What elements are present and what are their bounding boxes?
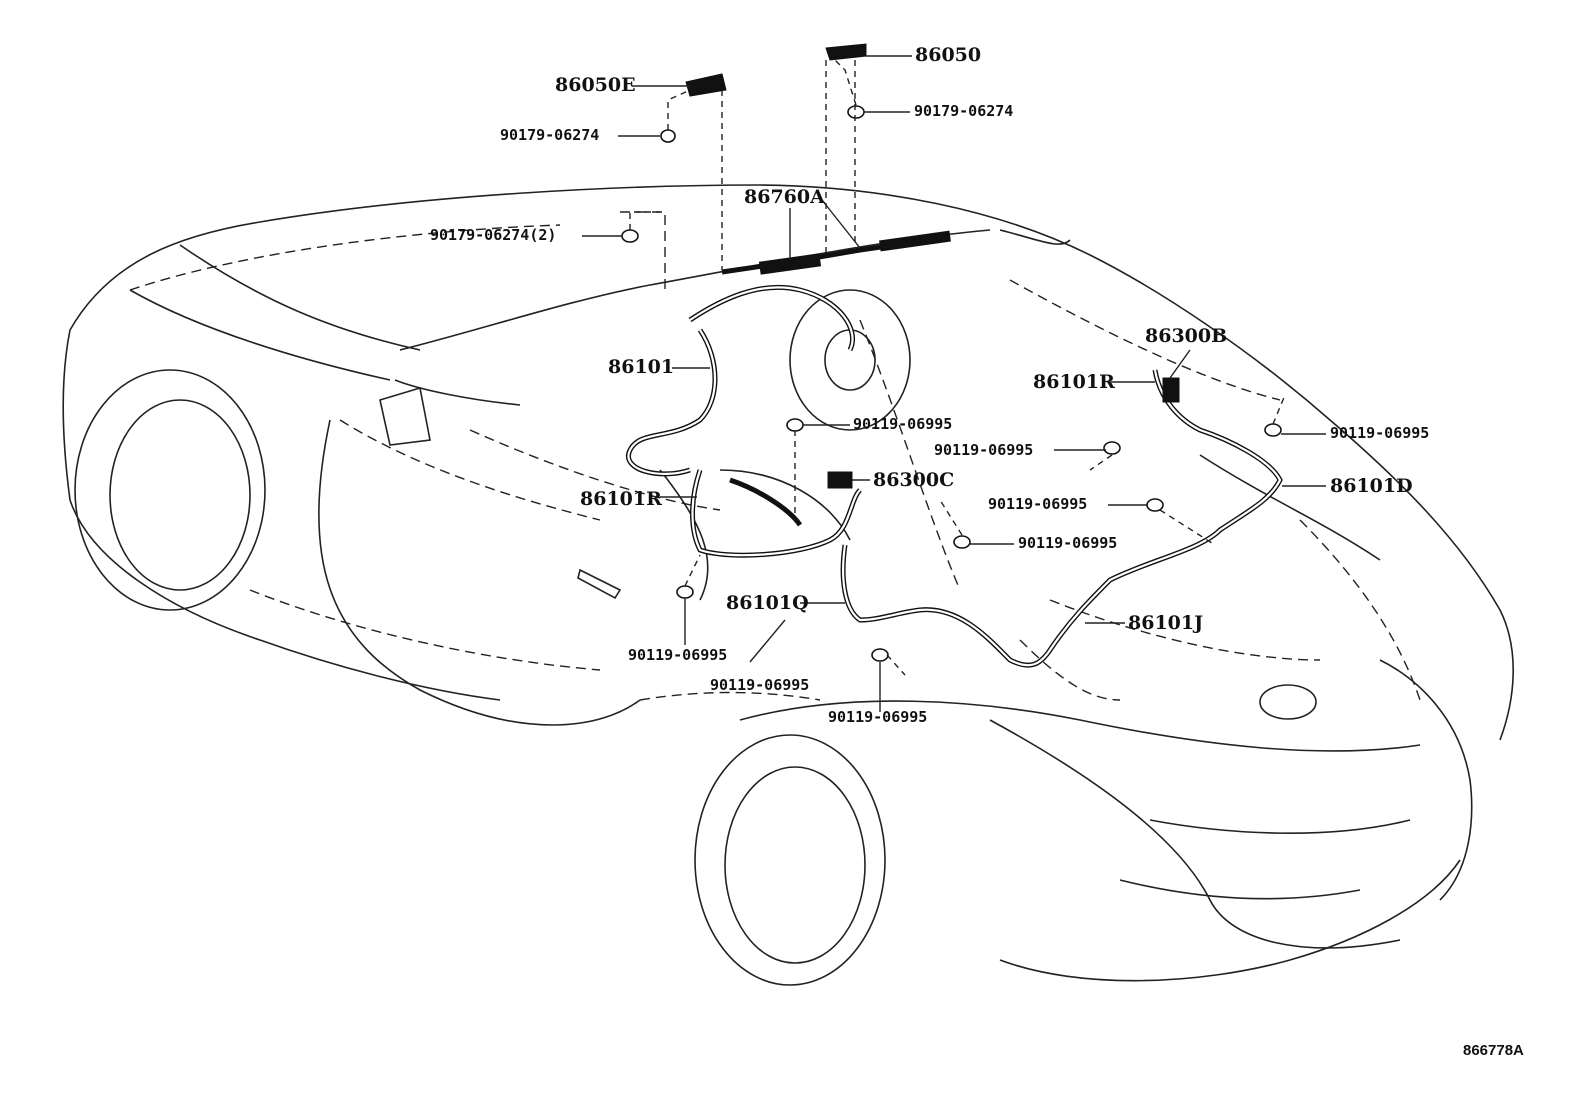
part-label-86101R-right: 86101R [1033, 371, 1115, 393]
part-label-86300B: 86300B [1145, 325, 1228, 347]
part-label-86300C: 86300C [873, 469, 955, 491]
part-label-86101D: 86101D [1330, 475, 1413, 497]
fastener-clips [621, 105, 1282, 662]
part-label-90119-06995-f: 90119-06995 [628, 646, 728, 664]
part-label-90119-06995-a: 90119-06995 [853, 415, 953, 433]
part-label-90119-06995-c: 90119-06995 [1330, 424, 1430, 442]
part-label-86101: 86101 [608, 356, 675, 378]
part-label-90179-06274-right: 90179-06274 [914, 102, 1014, 120]
part-label-90179-06274-left: 90179-06274 [500, 126, 600, 144]
illustration-id: 866778A [1463, 1042, 1524, 1059]
part-label-86101Q: 86101Q [726, 592, 809, 614]
part-label-90119-06995-g: 90119-06995 [710, 676, 810, 694]
part-label-86760A: 86760A [744, 186, 825, 208]
hidden-lines [129, 211, 1421, 701]
part-label-90179-06274-x2: 90179-06274(2) [430, 226, 557, 244]
part-label-90119-06995-d: 90119-06995 [988, 495, 1088, 513]
part-label-90119-06995-e: 90119-06995 [1018, 534, 1118, 552]
part-label-86101R-left: 86101R [580, 488, 662, 510]
part-label-90119-06995-b: 90119-06995 [934, 441, 1034, 459]
part-label-86050: 86050 [915, 44, 982, 66]
part-label-86101J: 86101J [1128, 612, 1204, 634]
wire-harness [625, 43, 1283, 668]
leader-lines [582, 55, 1326, 712]
part-label-90119-06995-h: 90119-06995 [828, 708, 928, 726]
car-body-outline [62, 184, 1514, 986]
part-label-86050E: 86050E [555, 74, 636, 96]
